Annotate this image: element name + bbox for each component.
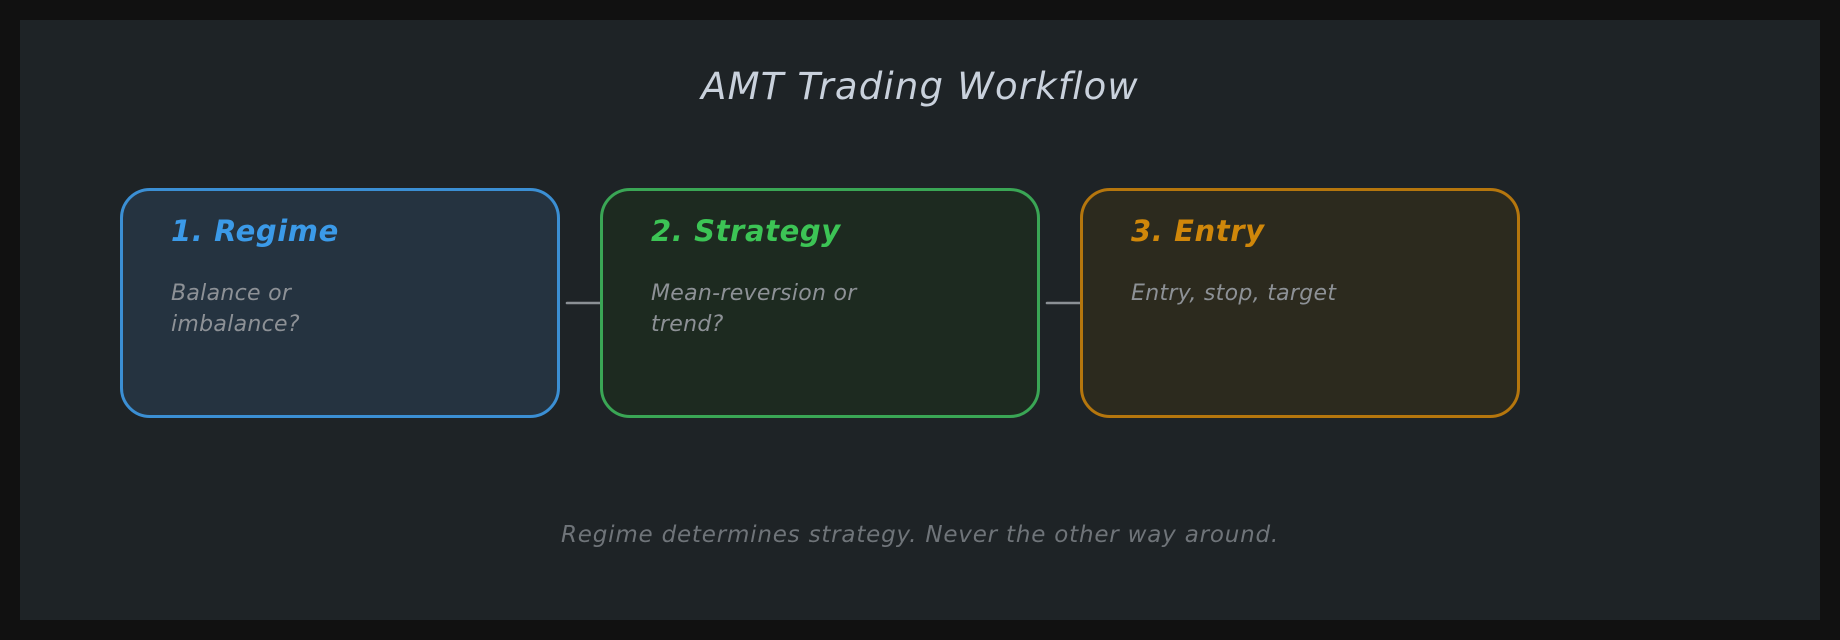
- flow-node-regime-body: Balance or imbalance?: [171, 281, 300, 338]
- diagram-panel: AMT Trading Workflow 1. Regime Balance o…: [20, 20, 1820, 620]
- flow-node-entry-body: Entry, stop, target: [1131, 281, 1337, 306]
- flow-node-strategy[interactable]: 2. Strategy Mean-reversion or trend?: [600, 188, 1040, 418]
- flow-node-entry-heading: 3. Entry: [1131, 214, 1265, 248]
- flow-node-regime[interactable]: 1. Regime Balance or imbalance?: [120, 188, 560, 418]
- page-title: AMT Trading Workflow: [701, 65, 1139, 108]
- flow-node-regime-heading: 1. Regime: [171, 214, 339, 248]
- flow-node-strategy-body: Mean-reversion or trend?: [651, 281, 857, 338]
- diagram-caption: Regime determines strategy. Never the ot…: [561, 522, 1279, 548]
- flow-node-strategy-heading: 2. Strategy: [651, 214, 841, 248]
- flow-node-entry[interactable]: 3. Entry Entry, stop, target: [1080, 188, 1520, 418]
- workflow-flow-stage: 1. Regime Balance or imbalance? 2. Strat…: [20, 20, 1820, 620]
